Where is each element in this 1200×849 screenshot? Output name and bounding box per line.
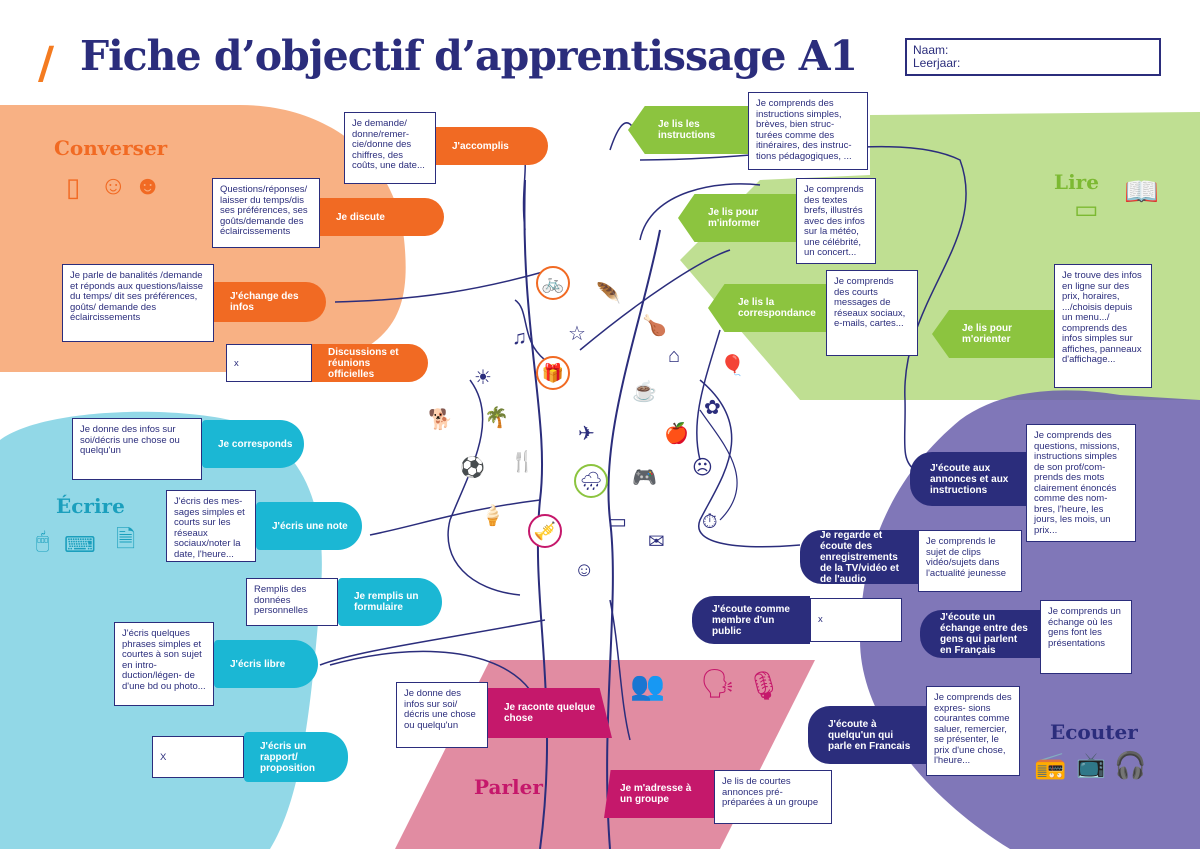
converser-box-3: Je parle de banalités /demande et répond… (62, 264, 214, 342)
plane-icon: ✈ (578, 423, 595, 445)
cloud-icon: 🌧 (574, 464, 608, 498)
parler-pill-raconte[interactable]: Je raconte quelque chose (488, 688, 612, 738)
bike-icon: 🚲 (536, 266, 570, 300)
tv-icon: 📺 (1076, 752, 1106, 779)
person-icon: ☺ (100, 170, 127, 200)
ecouter-box-5: Je comprends des expres- sions courantes… (926, 686, 1020, 776)
parler-box-2: Je lis de courtes annonces pré- préparée… (714, 770, 832, 824)
palm-icon: 🌴 (484, 407, 509, 429)
ecouter-box-2: Je comprends le sujet de clips vidéo/suj… (918, 530, 1022, 592)
ecouter-pill-public[interactable]: J'écoute comme membre d'un public (692, 596, 810, 644)
sad-icon: ☹ (692, 457, 713, 479)
ecrire-pill-formulaire[interactable]: Je remplis un formulaire (338, 578, 442, 626)
converser-pill-discute[interactable]: Je discute (320, 198, 444, 236)
parler-box-1: Je donne des infos sur soi/ décris une c… (396, 682, 488, 748)
ecouter-box-1: Je comprends des questions, missions, in… (1026, 424, 1136, 542)
devices-icon: ▭ (1074, 194, 1099, 224)
parler-pill-groupe[interactable]: Je m'adresse à un groupe (604, 770, 714, 818)
lire-box-2: Je comprends des textes brefs, illustrés… (796, 178, 876, 264)
phone-icon: ▯ (66, 172, 81, 202)
balloon-icon: 🎈 (720, 355, 745, 377)
keyboard-icon: ⌨ (64, 532, 96, 557)
lire-box-4: Je trouve des infos en ligne sur des pri… (1054, 264, 1152, 388)
lire-pill-instructions[interactable]: Je lis les instructions (628, 106, 748, 154)
apple-icon: 🍎 (664, 423, 689, 445)
ecouter-title: Ecouter (1050, 720, 1138, 744)
chicken-leg-icon: 🍗 (642, 315, 667, 337)
converser-box-4: x (226, 344, 312, 382)
mouse-icon: 🖱 (36, 528, 50, 553)
icecream-icon: 🍦 (480, 505, 505, 527)
girl-icon: ☻ (134, 170, 162, 200)
star-icon: ☆ (568, 323, 586, 345)
trumpet-icon: 🎺 (528, 514, 562, 548)
ecouter-pill-enregistrements[interactable]: Je regarde et écoute des enregistrements… (800, 530, 918, 585)
microphone-icon: 🎙 (746, 670, 782, 701)
crowd-icon: 👥 (630, 670, 665, 701)
speaker-icon: 🗣 (700, 668, 736, 699)
book-icon: 📖 (1124, 176, 1159, 207)
converser-box-1: Je demande/ donne/remer- cie/donne des c… (344, 112, 436, 184)
ecouter-box-3: x (810, 598, 902, 642)
cutlery-icon: 🍴 (510, 451, 535, 473)
ecouter-box-4: Je comprends un échange où les gens font… (1040, 600, 1132, 674)
lire-pill-informer[interactable]: Je lis pour m'informer (678, 194, 796, 242)
ecouter-pill-echange[interactable]: J'écoute un échange entre des gens qui p… (920, 610, 1040, 658)
leerjaar-label: Leerjaar: (913, 56, 961, 70)
stopwatch-icon: ⏱ (702, 511, 718, 533)
house-icon: ⌂ (668, 345, 681, 367)
converser-box-2: Questions/réponses/ laisser du temps/dis… (212, 178, 320, 248)
ecrire-box-5: X (152, 736, 244, 778)
dog-icon: 🐕 (428, 409, 453, 431)
name-box[interactable]: Naam: Leerjaar: (905, 38, 1161, 76)
naam-label: Naam: (913, 43, 949, 57)
sun-icon: ☀ (474, 367, 492, 389)
mail-icon: ✉ (648, 531, 665, 553)
ecrire-box-3: Remplis des données personnelles (246, 578, 338, 626)
page-title: Fiche d’objectif d’apprentissage A1 (80, 32, 858, 80)
lire-box-1: Je comprends des instructions simples, b… (748, 92, 868, 170)
lire-pill-orienter[interactable]: Je lis pour m'orienter (932, 310, 1054, 358)
radio-icon: 📻 (1034, 750, 1067, 780)
lire-box-3: Je comprends des courts messages de rése… (826, 270, 918, 356)
ecouter-pill-quelquun[interactable]: J'écoute à quelqu'un qui parle en Franca… (808, 706, 926, 764)
ecrire-pill-rapport[interactable]: J'écris un rapport/ proposition (244, 732, 348, 782)
flower-icon: ✿ (704, 397, 721, 419)
gamepad-icon: 🎮 (632, 467, 657, 489)
bread-icon: ▭ (608, 511, 627, 533)
gift-icon: 🎁 (536, 356, 570, 390)
feather-icon: 🪶 (596, 283, 621, 305)
ecrire-box-2: J'écris des mes- sages simples et courts… (166, 490, 256, 562)
ecrire-pill-corresponds[interactable]: Je corresponds (202, 420, 304, 468)
lire-pill-correspondance[interactable]: Je lis la correspondance (708, 284, 826, 332)
ecouter-pill-annonces[interactable]: J'écoute aux annonces et aux instruction… (910, 452, 1026, 506)
converser-title: Converser (54, 136, 168, 160)
title-slash: / (38, 38, 55, 89)
converser-pill-discussions[interactable]: Discussions et réunions officielles (312, 344, 428, 382)
parler-title: Parler (474, 775, 543, 799)
ball-icon: ⚽ (460, 457, 485, 479)
document-icon: 🗎 (116, 526, 136, 553)
ecrire-pill-libre[interactable]: J'écris libre (214, 640, 318, 688)
converser-pill-accomplis[interactable]: J'accomplis (436, 127, 548, 165)
ecrire-pill-note[interactable]: J'écris une note (256, 502, 362, 550)
ecrire-box-4: J'écris quelques phrases simples et cour… (114, 622, 214, 706)
converser-pill-echange[interactable]: J'échange des infos (214, 282, 326, 322)
mug-icon: ☕ (632, 381, 657, 403)
smile-icon: ☺ (574, 559, 595, 581)
music-icon: ♫ (512, 327, 527, 349)
ecrire-title: Écrire (56, 494, 125, 518)
headphones-icon: 🎧 (1114, 750, 1147, 780)
lire-title: Lire (1054, 170, 1099, 194)
ecrire-box-1: Je donne des infos sur soi/décris une ch… (72, 418, 202, 480)
